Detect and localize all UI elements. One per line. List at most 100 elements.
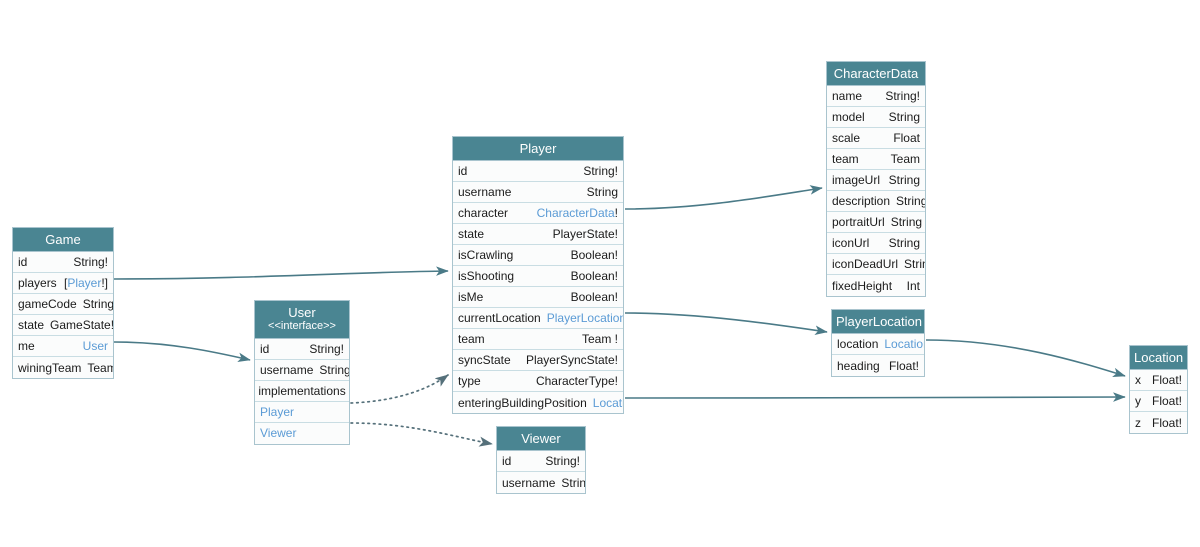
field-name: model (832, 110, 865, 124)
edge-playerlocation-location-to-location (925, 339, 1126, 378)
edge-user-implements-player (350, 374, 449, 404)
field-type: String! (309, 341, 344, 356)
field-type: String (319, 362, 349, 377)
field-row[interactable]: implementations (255, 380, 349, 402)
field-type-link[interactable]: Player (67, 276, 102, 290)
field-row[interactable]: Viewer (255, 422, 349, 444)
field-row[interactable]: iconDeadUrlString (827, 254, 925, 275)
field-row[interactable]: state PlayerState! (453, 224, 623, 245)
node-game-fields: idString!players[Player!]gameCodeString!… (13, 252, 113, 378)
node-playerlocation-title: PlayerLocation (832, 310, 924, 334)
field-name: id (260, 341, 270, 356)
field-type: String (561, 475, 585, 490)
field-name: me (18, 339, 35, 353)
field-type[interactable]: CharacterData! (536, 206, 618, 220)
field-type: Boolean! (570, 290, 618, 304)
field-type: CharacterType! (535, 374, 618, 388)
field-row[interactable]: z Float! (1130, 412, 1187, 433)
field-type-link[interactable]: CharacterData (536, 206, 615, 220)
field-type: Boolean! (570, 269, 618, 283)
field-name: isShooting (458, 269, 515, 283)
field-name: fixedHeight (832, 278, 893, 293)
field-type[interactable]: Location (593, 396, 623, 410)
field-name: implementations (258, 383, 346, 398)
field-row[interactable]: character CharacterData! (453, 203, 623, 224)
field-type: GameState! (50, 318, 113, 332)
field-row[interactable]: location Location! (832, 334, 924, 355)
field-type: Float! (1151, 394, 1182, 408)
field-name: type (458, 374, 481, 388)
field-name: id (502, 454, 512, 468)
node-user-stereotype: <<interface>> (268, 320, 336, 332)
field-type[interactable]: [Player!] (63, 276, 108, 290)
field-row[interactable]: enteringBuildingPosition Location (453, 392, 623, 413)
field-row[interactable]: me User (13, 336, 113, 357)
field-name: enteringBuildingPosition (458, 395, 587, 410)
field-name: state (458, 227, 485, 241)
field-type: String (890, 215, 923, 229)
field-row[interactable]: Player (255, 401, 349, 423)
field-row[interactable]: type CharacterType! (453, 371, 623, 392)
field-row[interactable]: gameCodeString! (13, 294, 113, 315)
field-name: winingTeam (18, 360, 82, 375)
field-type-link[interactable]: Location (884, 337, 924, 351)
field-row[interactable]: id String! (255, 338, 349, 360)
field-name: isCrawling (458, 248, 514, 262)
field-name: syncState (458, 353, 511, 367)
field-type: Float! (1151, 415, 1182, 430)
field-name: iconDeadUrl (832, 257, 899, 271)
field-type[interactable]: Location! (884, 337, 924, 351)
field-type-link[interactable]: PlayerLocation (546, 311, 623, 325)
field-name: location (837, 337, 879, 351)
field-name: z (1135, 415, 1141, 430)
field-row[interactable]: isShooting Boolean! (453, 266, 623, 287)
field-type: String! (583, 164, 618, 178)
edge-player-character-to-characterdata (624, 185, 823, 210)
field-type[interactable]: PlayerLocation! (547, 311, 623, 325)
field-row[interactable]: players[Player!] (13, 273, 113, 294)
field-name: character (458, 206, 509, 220)
field-type[interactable]: User (83, 339, 108, 353)
field-type: Float! (1151, 373, 1182, 387)
field-type: PlayerState! (552, 227, 618, 241)
node-characterdata-title: CharacterData (827, 62, 925, 86)
field-type-link[interactable]: Location (592, 395, 623, 410)
field-type-link[interactable]: User (82, 339, 108, 353)
node-playerlocation[interactable]: PlayerLocation location Location! headingF… (831, 309, 925, 377)
field-type: String (888, 173, 920, 187)
